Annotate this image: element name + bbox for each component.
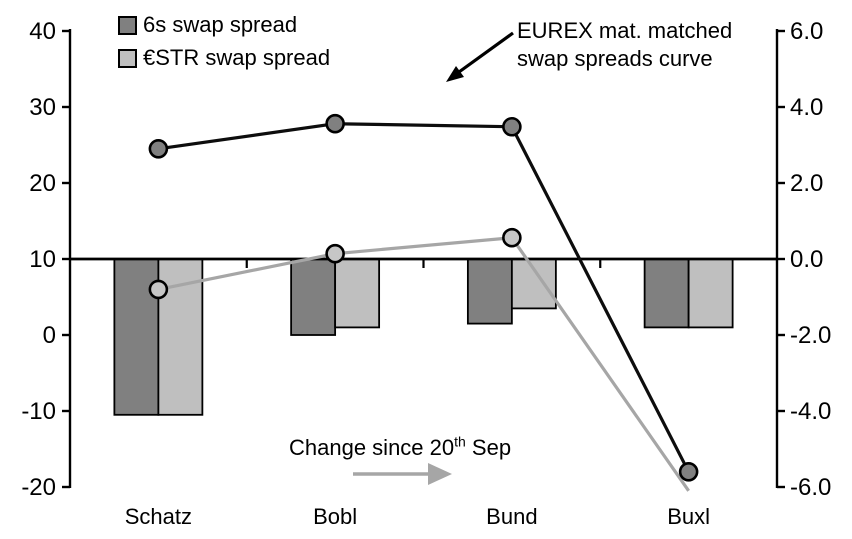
bar-6s-bund xyxy=(466,258,513,325)
bar-estr-buxl xyxy=(687,258,734,329)
right-axis-tick-label: 2.0 xyxy=(790,170,823,197)
lines-layer xyxy=(148,113,699,492)
category-label-schatz: Schatz xyxy=(125,504,192,529)
legend-item-6s-swap-spread[interactable]: 6s swap spread xyxy=(118,9,330,41)
left-axis-tick-label: 20 xyxy=(29,170,56,197)
line-6s-swap-spreads-curve-eurex-mat-matched- xyxy=(158,122,691,473)
bar-6s-buxl xyxy=(643,258,690,329)
left-axis-tick-label: -10 xyxy=(21,398,56,425)
bar-6s-bobl xyxy=(290,258,337,336)
legend-item-estr-swap-spread[interactable]: €STR swap spread xyxy=(118,42,330,74)
marker-bund xyxy=(502,227,522,248)
left-axis-tick-label: 40 xyxy=(29,18,56,45)
category-label-bobl: Bobl xyxy=(313,504,357,529)
marker-bund xyxy=(502,116,522,137)
category-label-bund: Bund xyxy=(486,504,537,529)
legend-swatch-6s-icon xyxy=(118,15,137,35)
legend-label-estr: €STR swap spread xyxy=(143,45,331,70)
bars-layer xyxy=(113,258,734,416)
marker-schatz xyxy=(148,139,169,159)
right-axis-tick-label: 4.0 xyxy=(790,94,823,121)
axes-layer: 40 30 20 10 0 -10 -20 6.0 4.0 2.0 0.0 -2.0 -4.0 -6.0S… xyxy=(21,18,831,529)
right-axis-tick-label: 6.0 xyxy=(790,18,823,45)
marker-bobl xyxy=(325,243,345,264)
bar-estr-bobl xyxy=(334,258,381,329)
marker-schatz xyxy=(148,279,169,300)
right-axis-tick-label: 0.0 xyxy=(790,246,823,273)
line--str-swap-spreads-curve xyxy=(158,236,690,492)
legend: 6s swap spread €STR swap spread xyxy=(118,9,330,74)
left-axis-tick-label: 30 xyxy=(29,94,56,121)
left-axis-tick-label: 10 xyxy=(29,246,56,273)
curve-annotation-text: EUREX mat. matched swap spreads curve xyxy=(517,17,732,73)
right-axis-tick-label: -6.0 xyxy=(790,474,831,501)
change-annotation-text: Change since 20th Sep xyxy=(289,433,512,460)
legend-label-6s: 6s swap spread xyxy=(143,12,298,37)
curve-annotation-line1: EUREX mat. matched xyxy=(517,18,733,43)
category-label-buxl: Buxl xyxy=(667,504,710,529)
legend-swatch-estr-icon xyxy=(118,48,137,68)
curve-annotation-arrow-icon xyxy=(446,31,514,82)
curve-annotation-line2: swap spreads curve xyxy=(517,46,713,71)
right-axis-tick-label: -4.0 xyxy=(790,398,831,425)
marker-bobl xyxy=(325,113,345,134)
left-axis-tick-label: -20 xyxy=(21,474,56,501)
marker-buxl xyxy=(678,461,699,482)
change-arrow-icon xyxy=(353,463,452,485)
right-axis-tick-label: -2.0 xyxy=(790,322,831,349)
left-axis-tick-label: 0 xyxy=(43,322,56,349)
bar-estr-bund xyxy=(510,258,557,310)
